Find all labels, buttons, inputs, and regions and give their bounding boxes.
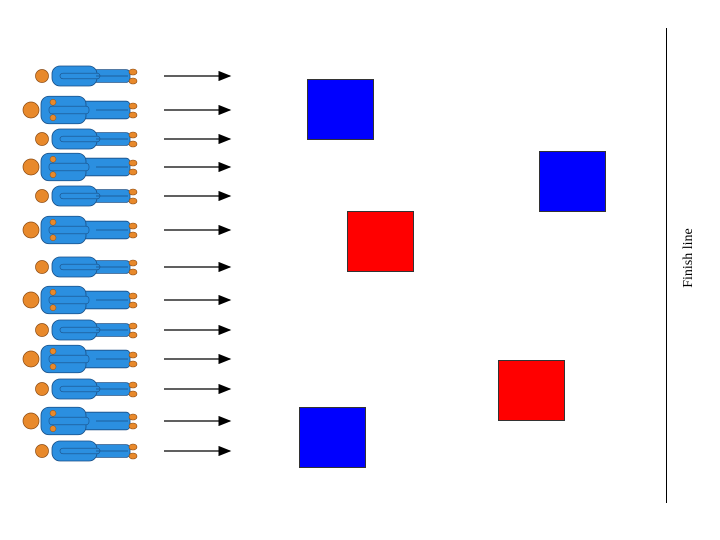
finish-line-label: Finish line <box>681 228 697 288</box>
person-lying-icon <box>36 186 138 206</box>
person-lying-icon <box>36 320 138 340</box>
finish-line <box>666 28 667 503</box>
person-lying-icon <box>36 257 138 277</box>
person-lying-icon <box>23 407 137 435</box>
person-lying-icon <box>23 153 137 181</box>
obstacle-box-red-1 <box>347 211 414 272</box>
obstacle-box-blue-3 <box>299 407 366 468</box>
obstacle-box-blue-1 <box>307 79 374 140</box>
person-lying-icon <box>36 66 138 86</box>
person-lying-icon <box>36 379 138 399</box>
person-lying-icon <box>36 441 138 461</box>
obstacle-box-red-2 <box>498 360 565 421</box>
person-lying-icon <box>23 96 137 124</box>
person-lying-icon <box>23 345 137 373</box>
person-lying-icon <box>23 286 137 314</box>
person-lying-icon <box>23 216 137 244</box>
obstacle-box-blue-2 <box>539 151 606 212</box>
person-lying-icon <box>36 129 138 149</box>
